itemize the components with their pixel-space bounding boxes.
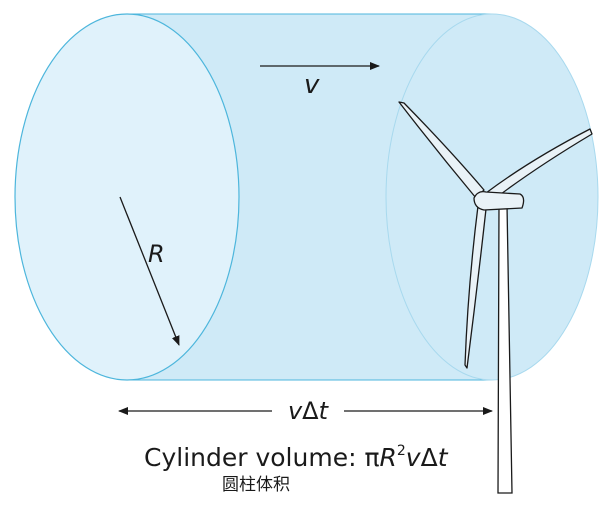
wind-turbine-icon — [398, 101, 593, 494]
volume-caption: Cylinder volume: πR2vΔt — [144, 443, 449, 472]
length-label: vΔt — [288, 397, 330, 425]
radius-arrow — [119, 196, 180, 346]
velocity-label: v — [304, 70, 320, 100]
turbine-blade-upper-right — [485, 128, 593, 201]
radius-label: R — [148, 240, 165, 268]
turbine-blade-down — [464, 205, 487, 369]
chinese-caption: 圆柱体积 — [222, 475, 290, 495]
cylinder-left-face — [14, 13, 240, 381]
turbine-nacelle — [473, 190, 525, 211]
